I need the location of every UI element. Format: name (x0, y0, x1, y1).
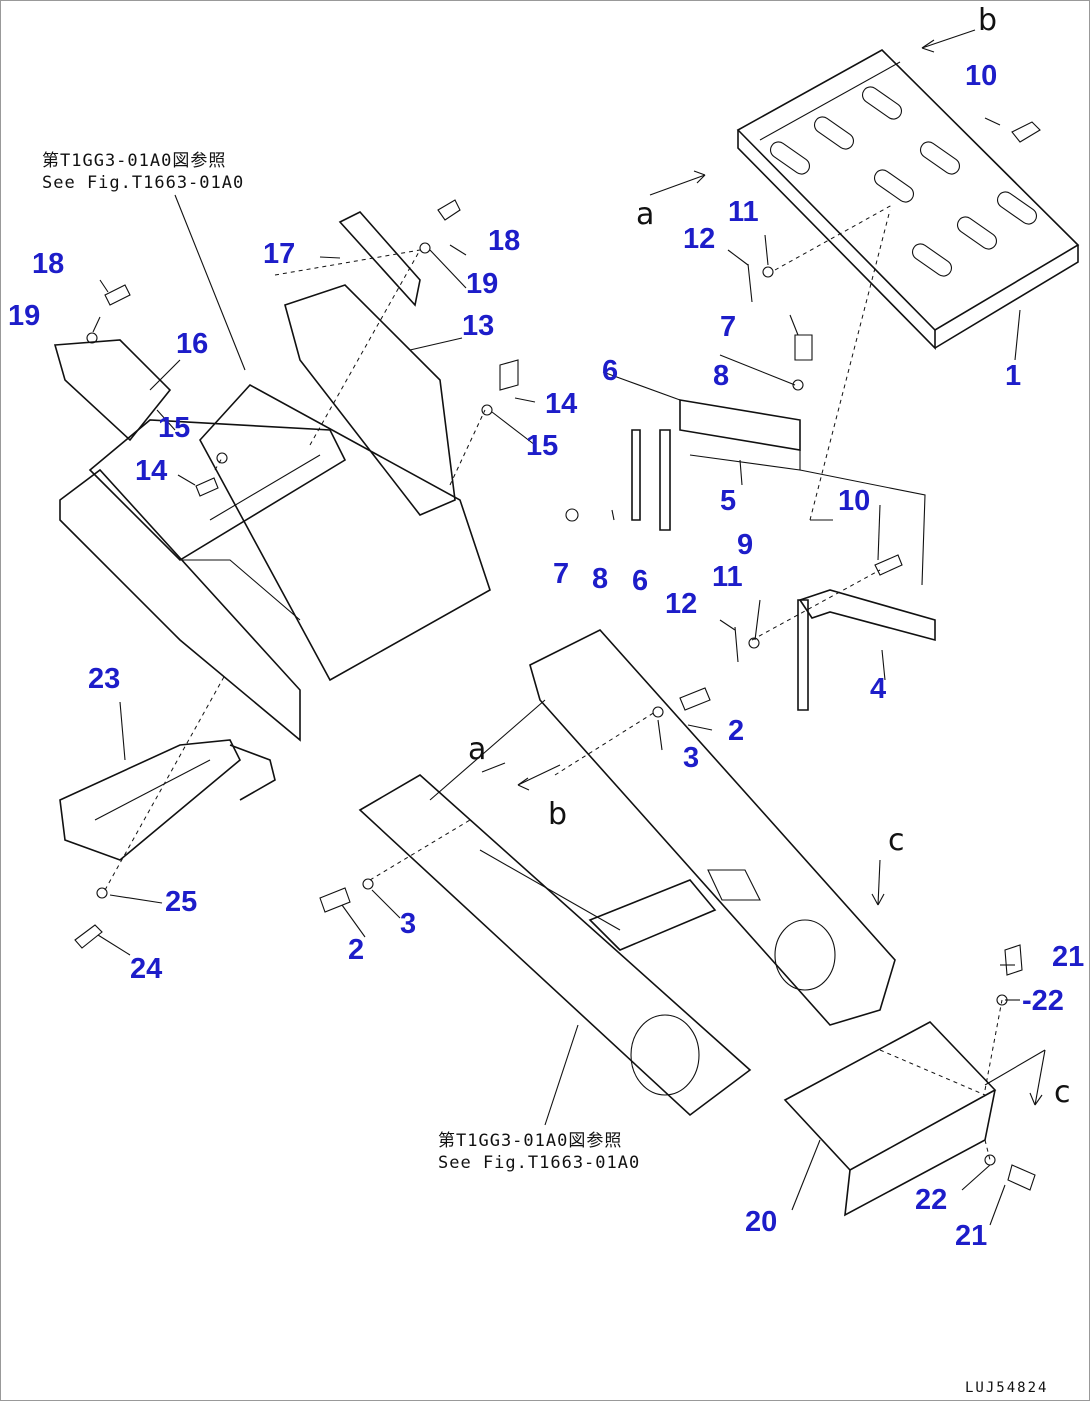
callout-18: 18 (32, 248, 65, 280)
callout-17: 17 (263, 238, 296, 270)
callout-15: 15 (526, 430, 559, 462)
view-letter-a-top: a (636, 197, 655, 232)
part-4-bracket (797, 469, 936, 711)
callout-18: 18 (488, 225, 521, 257)
callout-9: 9 (737, 529, 754, 561)
reference-note-top-en: See Fig.T1663-01A0 (42, 173, 245, 193)
view-letter-c-mid: c (888, 823, 905, 858)
reference-note-top: 第T1GG3-01A0図参照 See Fig.T1663-01A0 (42, 150, 244, 194)
callout-12: 12 (683, 223, 716, 255)
callout-8: 8 (713, 360, 730, 392)
callout-11: 11 (712, 561, 743, 593)
callout-13: 13 (462, 310, 495, 342)
reference-note-top-jp: 第T1GG3-01A0図参照 (42, 151, 227, 171)
view-letter-b-mid: b (548, 797, 568, 832)
callout-19: 19 (466, 268, 499, 300)
drawing-code: LUJ54824 (965, 1380, 1049, 1396)
callout-1: 1 (1005, 360, 1022, 392)
callout-11: 11 (728, 196, 759, 228)
view-letter-a-mid: a (468, 732, 487, 767)
upper-frame-assembly (53, 339, 491, 742)
callout-14: 14 (135, 455, 168, 487)
part-20-plate (783, 1021, 997, 1217)
callout-2: 2 (728, 715, 745, 747)
callout-22: 22 (915, 1184, 948, 1216)
callout-24: 24 (130, 953, 163, 985)
part-1-cover-plate (736, 49, 1080, 350)
callout-8: 8 (592, 563, 609, 595)
view-letter-b-top: b (978, 3, 998, 38)
callout-20: 20 (745, 1206, 778, 1238)
callout-25: 25 (165, 886, 198, 918)
callout-12: 12 (665, 588, 698, 620)
callout-3: 3 (683, 742, 700, 774)
alignment-lines (104, 204, 1003, 1161)
callout-10: 10 (965, 60, 998, 92)
callout-22: -22 (1022, 985, 1064, 1017)
callout-7: 7 (553, 558, 570, 590)
callout-21: 21 (1052, 941, 1085, 973)
leader-lines (92, 117, 1021, 1226)
part-13-cover (284, 211, 456, 516)
callout-21: 21 (955, 1220, 988, 1252)
view-arrows (481, 29, 1046, 1106)
callout-10: 10 (838, 485, 871, 517)
callout-14: 14 (545, 388, 578, 420)
callout-19: 19 (8, 300, 41, 332)
callout-5: 5 (720, 485, 737, 517)
callout-23: 23 (88, 663, 121, 695)
view-letter-c-right: c (1054, 1075, 1071, 1110)
part-5-bracket (631, 399, 801, 531)
callout-16: 16 (176, 328, 209, 360)
callout-15: 15 (158, 412, 191, 444)
reference-note-bottom-en: See Fig.T1663-01A0 (438, 1153, 641, 1173)
reference-note-bottom: 第T1GG3-01A0図参照 See Fig.T1663-01A0 (438, 1130, 640, 1174)
callout-2: 2 (348, 934, 365, 966)
callout-3: 3 (400, 908, 417, 940)
part-23-bracket (59, 739, 276, 861)
reference-note-bottom-jp: 第T1GG3-01A0図参照 (438, 1131, 623, 1151)
callout-6: 6 (632, 565, 649, 597)
bolt-and-washer-glyphs (74, 121, 1041, 1191)
callout-7: 7 (720, 311, 737, 343)
callout-4: 4 (870, 673, 887, 705)
callout-6: 6 (602, 355, 619, 387)
main-frame-assembly (358, 629, 896, 1117)
